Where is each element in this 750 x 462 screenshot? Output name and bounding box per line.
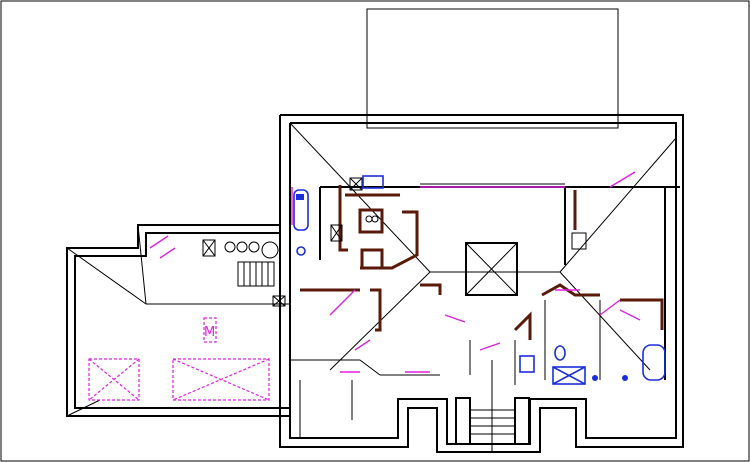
room-label-m: M — [204, 325, 215, 340]
cabinetry — [300, 185, 664, 340]
entry-stair — [455, 360, 530, 452]
appliances — [202, 177, 587, 307]
annotations — [88, 171, 641, 401]
interior-walls — [290, 187, 666, 438]
stair-left — [237, 261, 275, 287]
exterior-walls — [66, 114, 684, 453]
upper-deck-outline — [366, 8, 619, 129]
plumbing-fixtures — [293, 175, 666, 385]
stove-burners — [224, 215, 379, 259]
skylight — [465, 242, 518, 296]
roof-hip-lines — [66, 122, 677, 417]
